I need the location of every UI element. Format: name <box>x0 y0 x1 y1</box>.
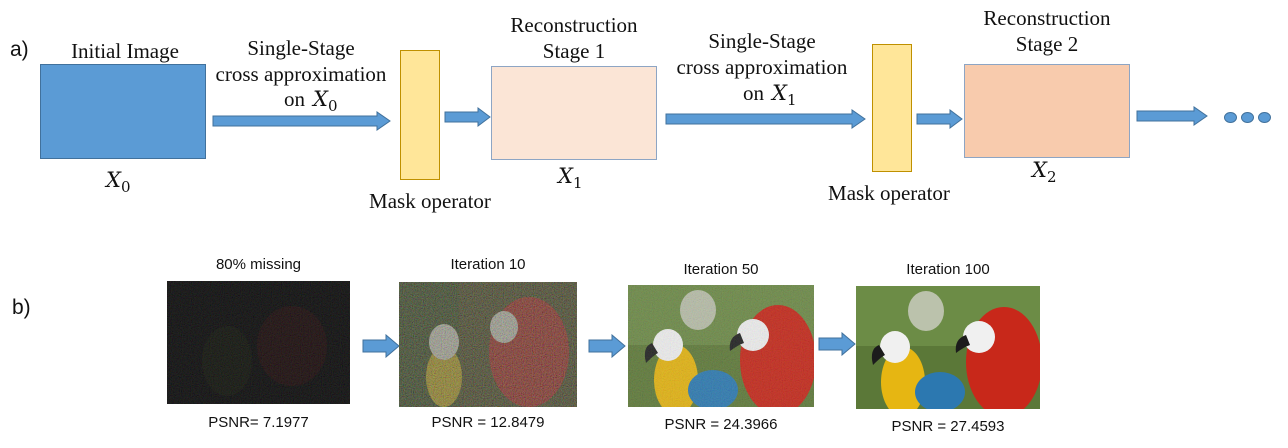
arrow-b2 <box>588 334 626 358</box>
step1-label-line2: cross approximation <box>215 62 387 86</box>
step1-label-line3: on X0 <box>284 87 338 116</box>
image-3-title: Iteration 50 <box>683 261 759 278</box>
arrow-b3 <box>818 332 856 356</box>
image-2-title: Iteration 10 <box>450 256 526 273</box>
initial-image-title: Initial Image <box>71 39 179 63</box>
ellipsis-dot <box>1224 112 1237 123</box>
panel-b-label: b) <box>12 296 31 319</box>
arrow-step1 <box>212 111 391 131</box>
image-iteration-50 <box>628 285 814 407</box>
initial-image-block <box>40 64 206 159</box>
mask-operator-1-label: Mask operator <box>369 189 491 213</box>
image-4-title: Iteration 100 <box>906 261 990 278</box>
step2-label-line3: on X1 <box>743 81 797 110</box>
recon1-title-line1: Reconstruction <box>510 13 638 37</box>
panel-a-label: a) <box>10 38 29 61</box>
image-4-psnr: PSNR = 27.4593 <box>891 418 1005 435</box>
recon1-title-line2: Stage 1 <box>542 39 606 63</box>
image-1-psnr: PSNR= 7.1977 <box>208 414 309 431</box>
mask-operator-2 <box>872 44 912 172</box>
arrow-mask2-to-recon2 <box>916 109 963 129</box>
image-2-psnr: PSNR = 12.8479 <box>431 414 545 431</box>
x2-label: X2 <box>1032 158 1057 187</box>
image-1-title: 80% missing <box>215 256 302 273</box>
mask-operator-2-label: Mask operator <box>828 181 950 205</box>
arrow-mask1-to-recon1 <box>444 107 491 127</box>
step1-label-line1: Single-Stage <box>247 36 355 60</box>
arrow-b1 <box>362 334 400 358</box>
mask-operator-1 <box>400 50 440 180</box>
image-3-psnr: PSNR = 24.3966 <box>664 416 778 433</box>
recon2-title-line1: Reconstruction <box>983 6 1111 30</box>
arrow-continuation <box>1136 106 1208 126</box>
image-80-missing <box>167 281 350 404</box>
reconstruction-stage-2-block <box>964 64 1130 158</box>
arrow-step2 <box>665 109 866 129</box>
image-iteration-100 <box>856 286 1040 409</box>
x0-label: X0 <box>106 168 131 197</box>
step2-label-line2: cross approximation <box>676 55 848 79</box>
ellipsis-dot <box>1241 112 1254 123</box>
recon2-title-line2: Stage 2 <box>1015 32 1079 56</box>
step2-label-line1: Single-Stage <box>708 29 816 53</box>
image-iteration-10 <box>399 282 577 407</box>
ellipsis-dot <box>1258 112 1271 123</box>
reconstruction-stage-1-block <box>491 66 657 160</box>
x1-label: X1 <box>558 164 583 193</box>
